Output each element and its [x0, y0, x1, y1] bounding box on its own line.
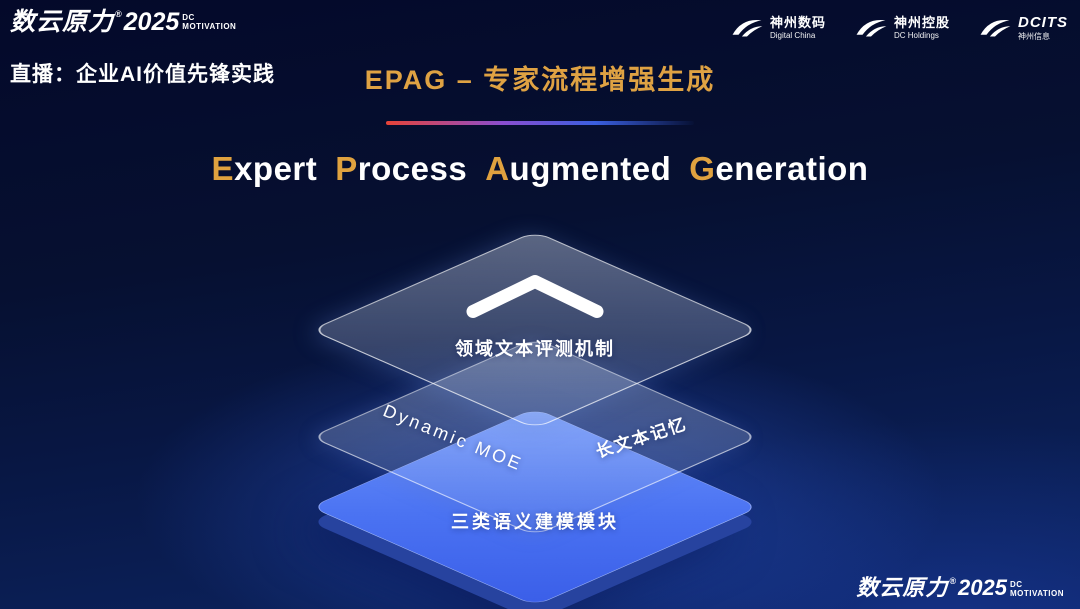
- title-word-augmented: Augmented: [485, 150, 671, 187]
- brand-tag-line2: MOTIVATION: [1009, 589, 1064, 599]
- brand-tag-line1: DC: [1009, 580, 1023, 589]
- title-initial: E: [211, 150, 235, 187]
- page-title-en: Expert Process Augmented Generation: [203, 150, 878, 188]
- brand-name: 数云原力: [10, 8, 115, 36]
- title-word-expert: Expert: [212, 150, 318, 187]
- title-rest: rocess: [357, 150, 468, 187]
- partner-logos: 神州数码 Digital China 神州控股 DC Holdings DCIT…: [730, 14, 1068, 42]
- brand-logo-bottom: 数云原力®2025 DC MOTIVATION: [856, 577, 1064, 599]
- logo-name: 神州控股: [893, 15, 950, 31]
- logo-text: 神州控股 DC Holdings: [894, 15, 950, 40]
- title-initial: G: [689, 150, 716, 187]
- logo-digital-china: 神州数码 Digital China: [730, 15, 826, 41]
- layer-bottom-label: 三类语义建模模块: [451, 512, 619, 532]
- brand-tagline: DC MOTIVATION: [182, 13, 236, 31]
- brand-logo-top: 数云原力®2025 DC MOTIVATION: [10, 10, 236, 35]
- title-rest: eneration: [715, 150, 869, 187]
- layer-top-label: 领域文本评测机制: [455, 339, 615, 359]
- registered-mark: ®: [949, 576, 957, 586]
- logo-text: 神州数码 Digital China: [770, 15, 826, 40]
- logo-name: 神州数码: [769, 15, 826, 31]
- logo-subtitle: Digital China: [769, 30, 816, 40]
- brand-tagline: DC MOTIVATION: [1010, 580, 1064, 598]
- live-stream-label: 直播：企业AI价值先锋实践: [10, 63, 275, 86]
- brand-tag-line2: MOTIVATION: [182, 22, 237, 32]
- chevron-up-icon: [459, 270, 611, 325]
- layer-top: [310, 231, 760, 429]
- title-initial: A: [485, 150, 510, 187]
- logo-dc-holdings: 神州控股 DC Holdings: [854, 15, 950, 41]
- title-initial: P: [335, 150, 358, 187]
- logo-dcits: DCITS 神州信息: [978, 14, 1068, 42]
- logo-text: DCITS 神州信息: [1018, 14, 1068, 42]
- brand-year: 2025: [123, 8, 180, 36]
- page-title-cn: EPAG – 专家流程增强生成: [364, 65, 716, 95]
- title-word-process: Process: [335, 150, 467, 187]
- registered-mark: ®: [115, 9, 122, 19]
- swoosh-icon: [978, 15, 1012, 41]
- logo-subtitle: 神州信息: [1018, 32, 1050, 41]
- logo-subtitle: DC Holdings: [893, 30, 939, 40]
- title-word-generation: Generation: [689, 150, 868, 187]
- brand-tag-line1: DC: [182, 13, 195, 22]
- gradient-divider: [386, 121, 694, 125]
- swoosh-icon: [730, 15, 764, 41]
- brand-name: 数云原力: [856, 575, 949, 600]
- title-rest: xpert: [234, 150, 318, 187]
- brand-year: 2025: [958, 575, 1007, 600]
- logo-name: DCITS: [1018, 14, 1068, 31]
- title-rest: ugmented: [509, 150, 672, 187]
- swoosh-icon: [854, 15, 888, 41]
